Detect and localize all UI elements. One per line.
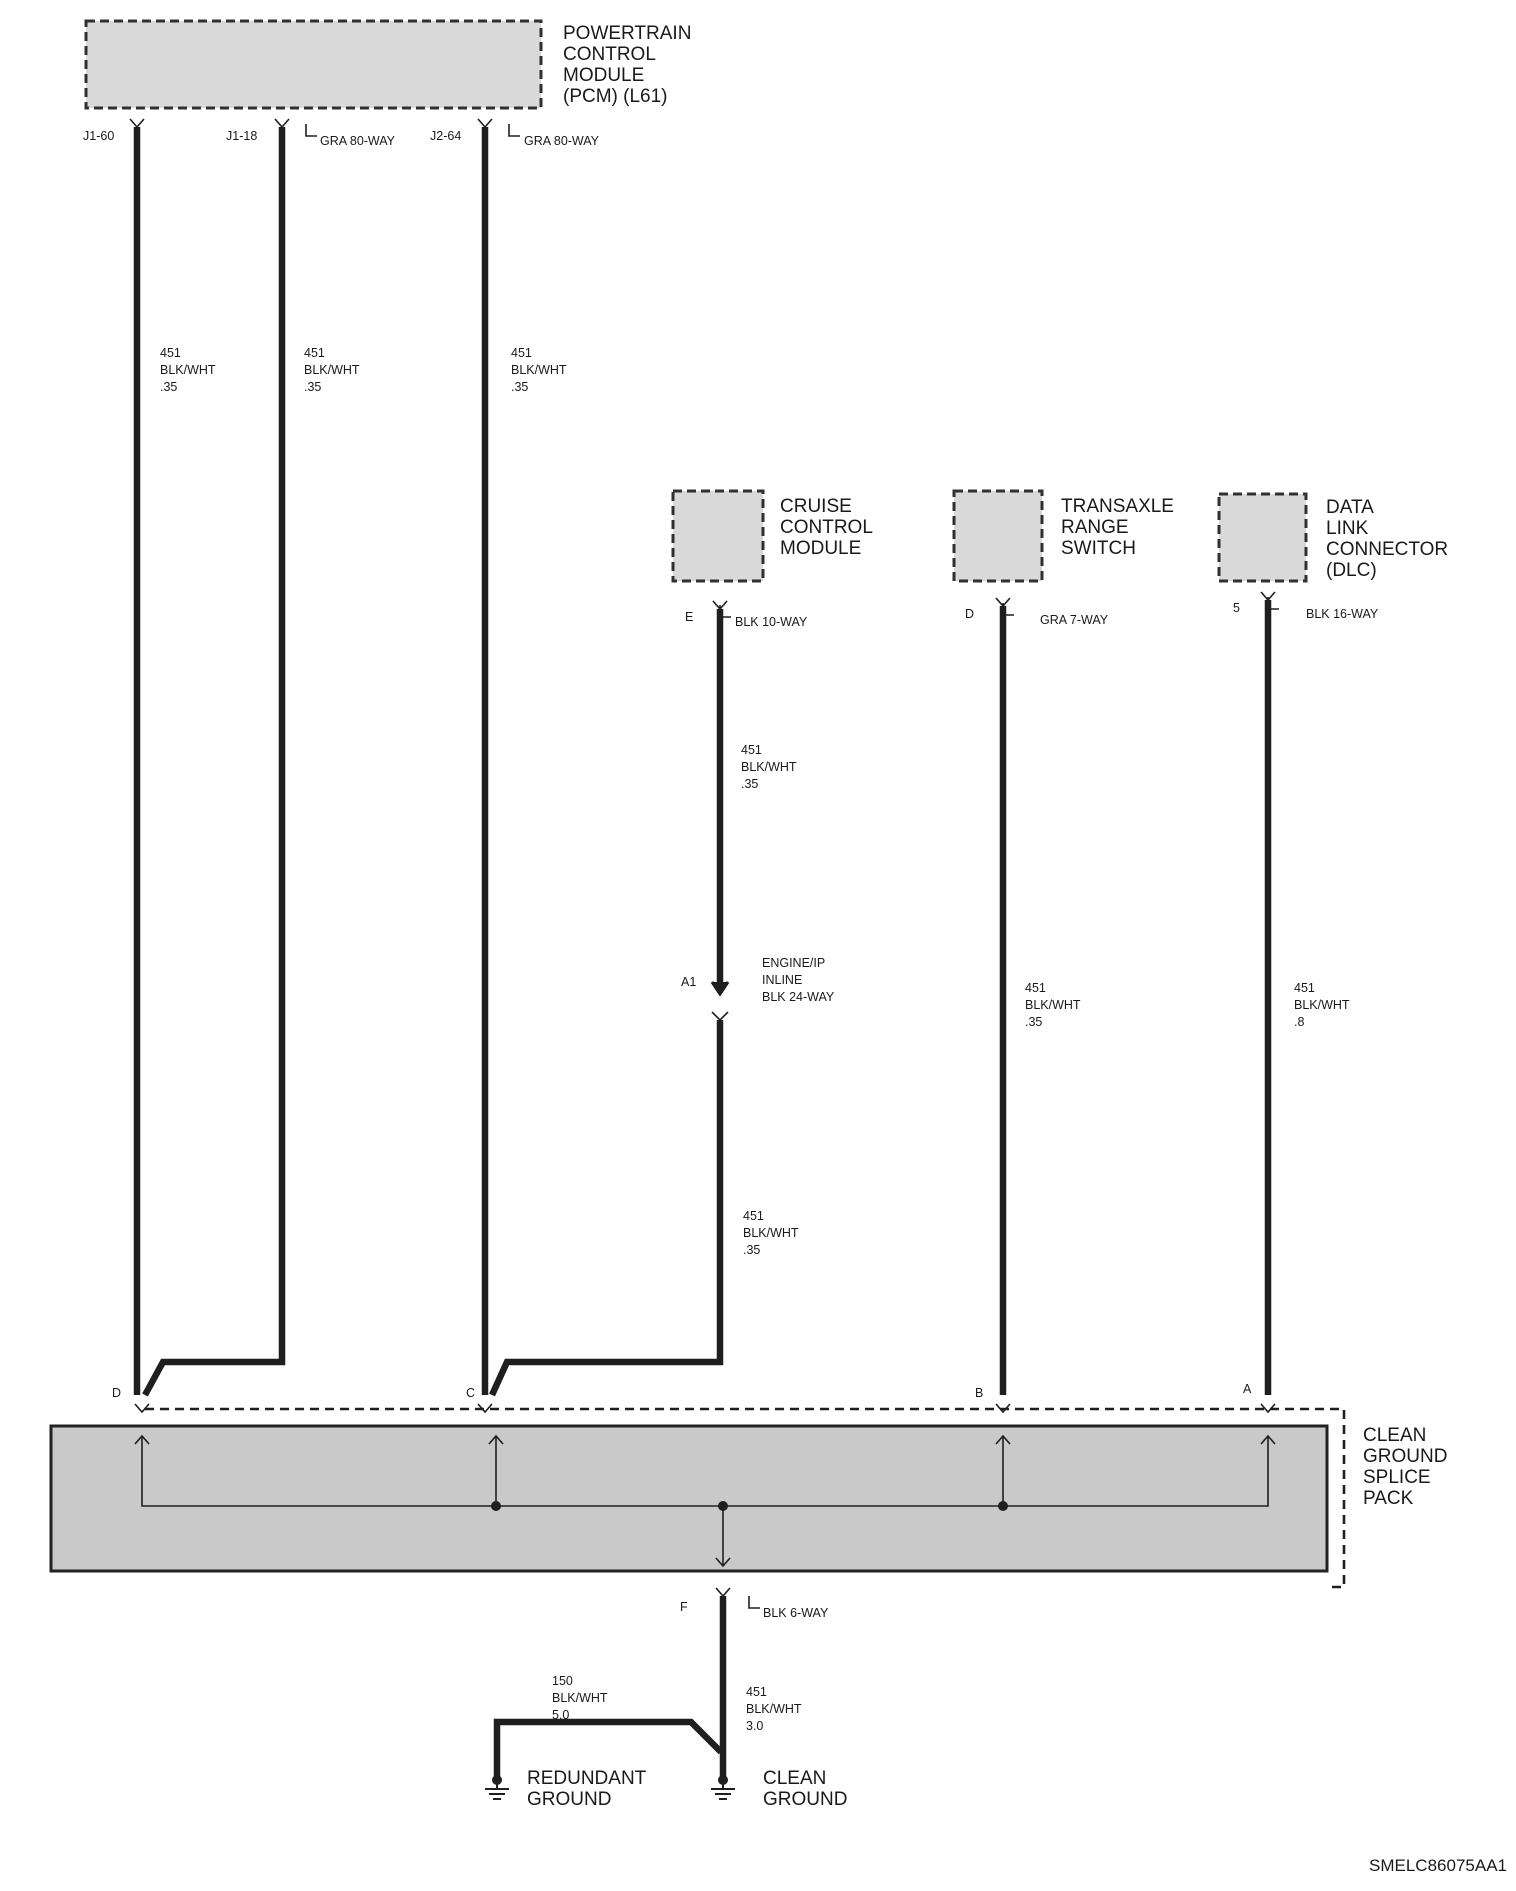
pin-inline-a1: A1	[681, 975, 696, 989]
pcm-label: POWERTRAIN CONTROL MODULE (PCM) (L61)	[563, 23, 697, 107]
wire-label-5: 451 BLK/WHT .35	[743, 1209, 802, 1257]
terminal-dlc-5	[1260, 591, 1276, 602]
wire-label-8: 150 BLK/WHT 5.0	[552, 1674, 611, 1722]
pin-splice-a: A	[1243, 1382, 1252, 1396]
wire-label-6: 451 BLK/WHT .35	[1025, 981, 1084, 1029]
leader-splice-f	[748, 1596, 760, 1609]
transaxle-switch-box	[952, 489, 1044, 583]
wire-label-7: 451 BLK/WHT .8	[1294, 981, 1353, 1029]
terminal-trs-d	[995, 597, 1011, 608]
terminal-splice-c	[477, 1403, 493, 1414]
leader-pcm-j2	[508, 124, 520, 137]
pin-j1-60: J1-60	[83, 129, 114, 143]
leader-pcm-j1	[305, 124, 317, 137]
terminal-splice-b	[995, 1403, 1011, 1414]
pcm-box	[84, 19, 543, 110]
redundant-ground-label: REDUNDANT GROUND	[527, 1768, 651, 1810]
splice-pack-outline	[145, 1407, 1346, 1589]
pin-j2-64: J2-64	[430, 129, 461, 143]
inline-male-terminal	[710, 981, 730, 997]
inline-female-terminal	[711, 1011, 729, 1022]
clean-ground-icon	[711, 1775, 735, 1800]
pin-splice-c: C	[466, 1386, 475, 1400]
connector-splice-f: BLK 6-WAY	[763, 1606, 829, 1620]
wire-label-9: 451 BLK/WHT 3.0	[746, 1685, 805, 1733]
terminal-splice-d	[134, 1403, 150, 1414]
dlc-box	[1217, 492, 1308, 583]
wire-cruise-lower	[489, 1020, 724, 1397]
terminal-j2-64	[477, 118, 493, 129]
splice-internal-bus	[134, 1434, 1276, 1568]
connector-dlc: BLK 16-WAY	[1306, 607, 1379, 621]
terminal-splice-f	[715, 1587, 731, 1598]
figure-id: SMELC86075AA1	[1369, 1856, 1507, 1875]
clean-ground-label: CLEAN GROUND	[763, 1768, 847, 1810]
pin-j1-18: J1-18	[226, 129, 257, 143]
pin-cruise-e: E	[685, 610, 693, 624]
pin-trs-d: D	[965, 607, 974, 621]
connector-pcm-j2: GRA 80-WAY	[524, 134, 600, 148]
dlc-label: DATA LINK CONNECTOR (DLC)	[1326, 497, 1453, 581]
terminal-j1-18	[274, 118, 290, 129]
pin-splice-b: B	[975, 1386, 983, 1400]
cruise-module-box	[671, 489, 765, 583]
redundant-ground-icon	[485, 1775, 509, 1800]
transaxle-switch-label: TRANSAXLE RANGE SWITCH	[1061, 496, 1179, 559]
connector-inline: ENGINE/IP INLINE BLK 24-WAY	[762, 956, 835, 1004]
connector-trs: GRA 7-WAY	[1040, 613, 1109, 627]
wire-label-4: 451 BLK/WHT .35	[741, 743, 800, 791]
connector-cruise: BLK 10-WAY	[735, 615, 808, 629]
cruise-module-label: CRUISE CONTROL MODULE	[780, 496, 877, 559]
terminal-splice-a	[1260, 1403, 1276, 1414]
splice-pack-label: CLEAN GROUND SPLICE PACK	[1363, 1425, 1453, 1509]
pin-splice-d: D	[112, 1386, 121, 1400]
wire-j1-18	[142, 127, 286, 1397]
wire-label-3: 451 BLK/WHT .35	[511, 346, 570, 394]
wire-label-1: 451 BLK/WHT .35	[160, 346, 219, 394]
connector-pcm-j1: GRA 80-WAY	[320, 134, 396, 148]
terminal-j1-60	[129, 118, 145, 129]
pin-dlc-5: 5	[1233, 601, 1240, 615]
pin-splice-f: F	[680, 1600, 688, 1614]
splice-pack-body	[49, 1424, 1329, 1573]
wire-redundant-ground	[493, 1718, 724, 1780]
wire-label-2: 451 BLK/WHT .35	[304, 346, 363, 394]
